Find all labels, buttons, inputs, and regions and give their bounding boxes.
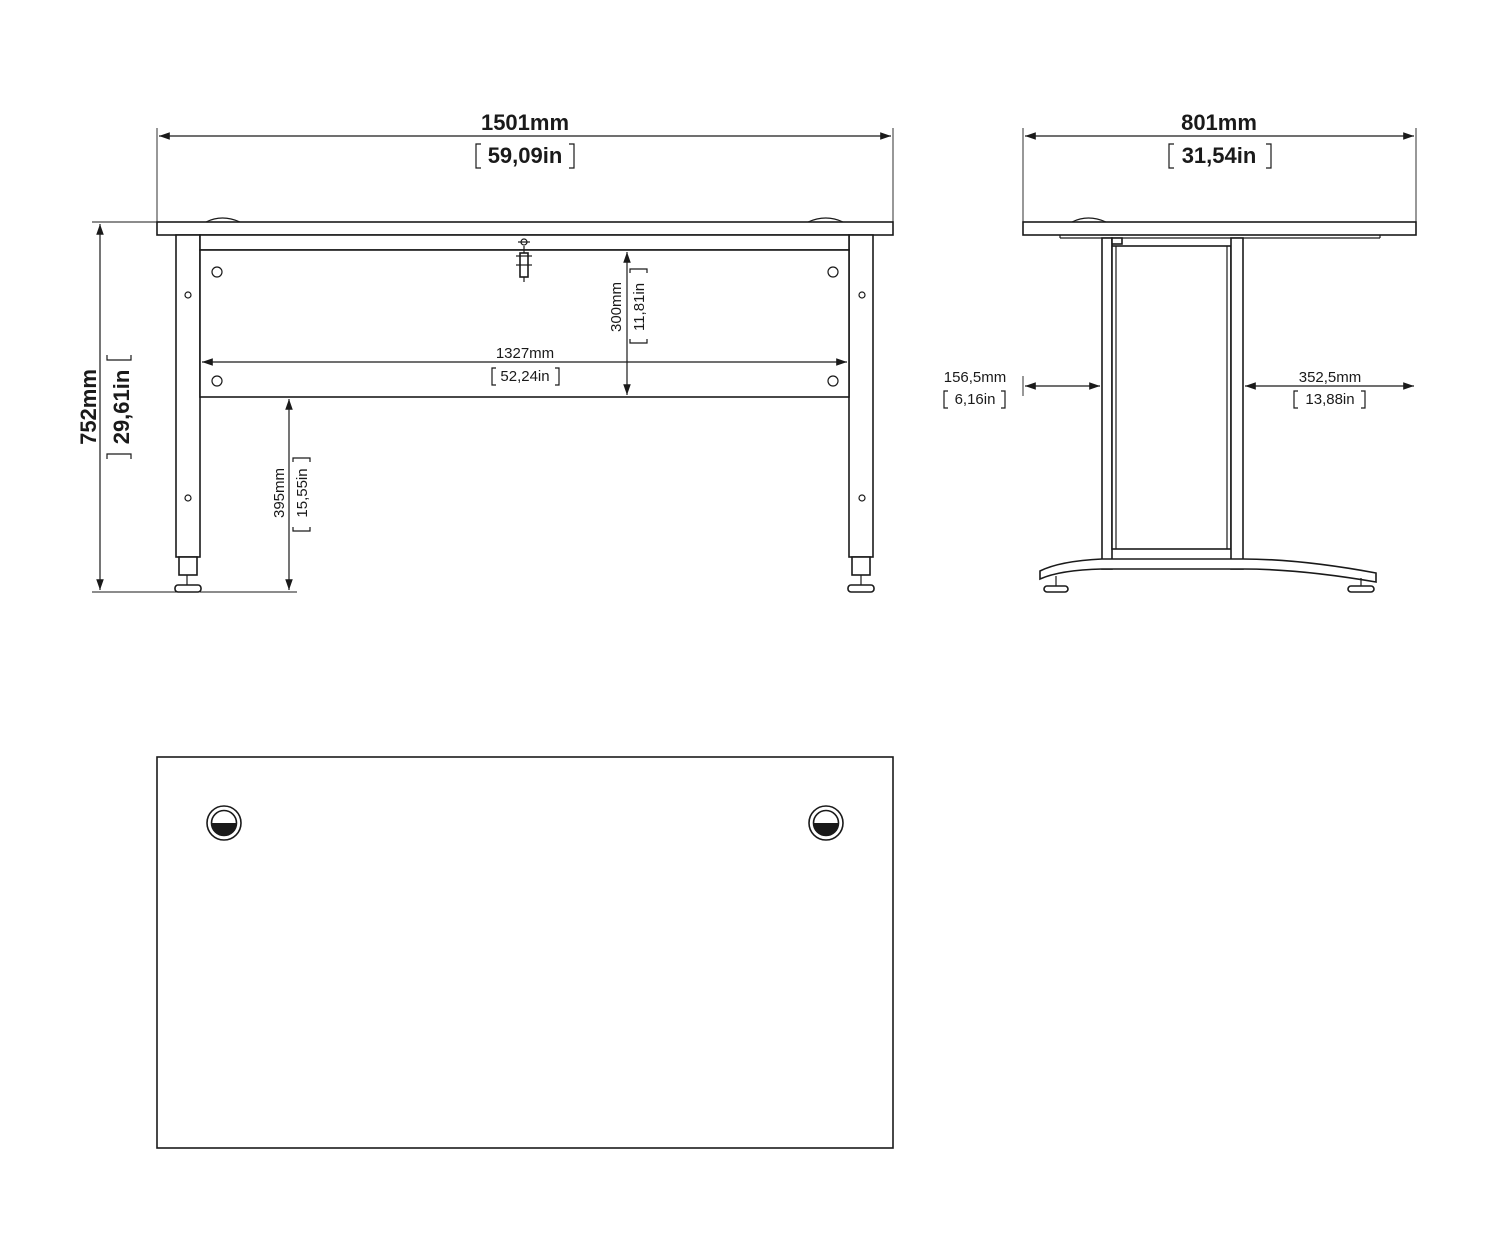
- leg-right: [848, 234, 874, 558]
- bracket-left: [491, 367, 496, 386]
- front-view: 1501mm 59,09in 752mm 29,61in: [76, 110, 894, 593]
- depth-in-label: 31,54in: [1182, 143, 1257, 168]
- bracket-right: [1361, 390, 1366, 409]
- bracket-bottom: [629, 339, 648, 344]
- clearance-in-label: 15,55in: [294, 468, 311, 517]
- width-in-label: 59,09in: [488, 143, 563, 168]
- leg-foot-right: [851, 556, 871, 576]
- bracket-left: [1168, 143, 1174, 169]
- grommet-right: [807, 217, 844, 223]
- panel-height-in-label: 11,81in: [631, 283, 648, 331]
- leg-bolt: [858, 291, 866, 299]
- height-in-label: 29,61in: [109, 370, 134, 445]
- modesty-panel-edge: [1111, 245, 1232, 550]
- leg-bolt: [184, 291, 192, 299]
- bracket-bottom: [106, 453, 132, 459]
- bracket-left: [475, 143, 481, 169]
- top-view: [156, 756, 894, 1149]
- leg-bolt: [184, 494, 192, 502]
- width-mm-label: 1501mm: [481, 110, 569, 135]
- left-offset-mm-label: 156,5mm: [944, 369, 1007, 386]
- curved-foot: [1039, 558, 1377, 583]
- side-view: 801mm 31,54in 156,5mm 6,16in 352,: [943, 110, 1417, 593]
- bracket-top: [292, 457, 311, 462]
- glide-left: [174, 584, 202, 593]
- upright-left: [1101, 237, 1113, 570]
- height-mm-label: 752mm: [76, 369, 101, 445]
- grommet-side: [1071, 217, 1107, 223]
- bracket-right: [555, 367, 560, 386]
- grommet-left: [205, 217, 241, 223]
- bracket-bottom: [292, 527, 311, 532]
- glide-side-left: [1043, 585, 1069, 593]
- depth-mm-label: 801mm: [1181, 110, 1257, 135]
- panel-hole: [211, 375, 223, 387]
- tabletop-side: [1022, 221, 1417, 236]
- leg-left: [175, 234, 201, 558]
- panel-hole: [827, 266, 839, 278]
- bracket-right: [569, 143, 575, 169]
- glide-side-right: [1347, 585, 1375, 593]
- clearance-mm-label: 395mm: [271, 468, 288, 518]
- bracket-top: [106, 355, 132, 361]
- panel-height-mm-label: 300mm: [608, 282, 625, 332]
- leg-foot-left: [178, 556, 198, 576]
- panel-clamp: [516, 238, 532, 282]
- tabletop: [156, 221, 894, 236]
- right-offset-mm-label: 352,5mm: [1299, 369, 1362, 386]
- leg-bolt: [858, 494, 866, 502]
- bracket-top: [629, 268, 648, 273]
- inner-width-mm-label: 1327mm: [496, 345, 554, 362]
- bracket-right: [1001, 390, 1006, 409]
- bracket-left: [943, 390, 948, 409]
- bracket-right: [1266, 143, 1272, 169]
- glide-right: [847, 584, 875, 593]
- left-offset-in-label: 6,16in: [955, 391, 996, 408]
- panel-hole: [827, 375, 839, 387]
- inner-width-in-label: 52,24in: [500, 368, 549, 385]
- panel-hole: [211, 266, 223, 278]
- bracket-left: [1293, 390, 1298, 409]
- upright-right: [1230, 237, 1244, 570]
- cable-grommet-left: [206, 805, 242, 841]
- clamp-side: [1111, 237, 1123, 245]
- cable-grommet-right: [808, 805, 844, 841]
- tabletop-top-view: [156, 756, 894, 1149]
- right-offset-in-label: 13,88in: [1305, 391, 1354, 408]
